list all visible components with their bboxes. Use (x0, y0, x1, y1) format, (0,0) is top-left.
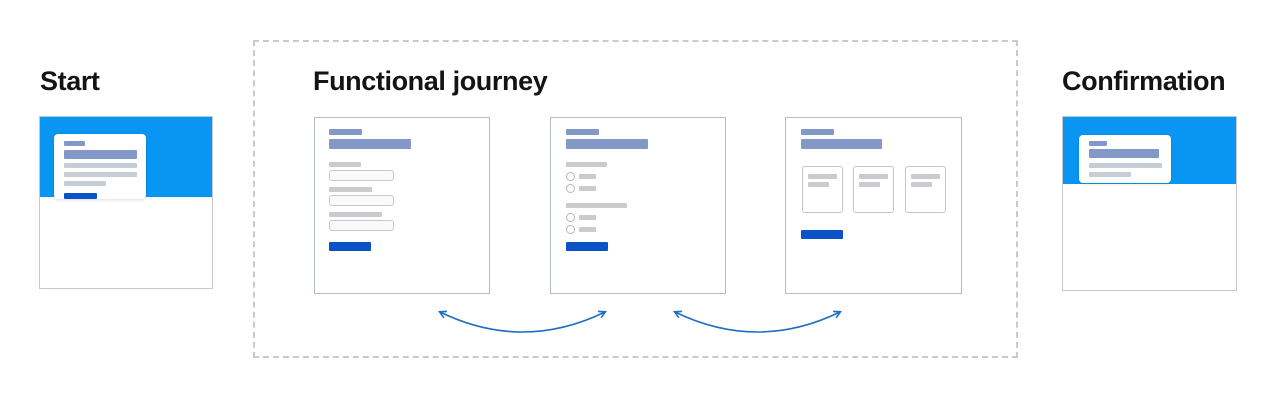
modal-title-bar (1089, 149, 1159, 158)
option-card (905, 166, 946, 213)
radio-button-icon (566, 184, 575, 193)
input-field (329, 220, 394, 231)
modal-button-bar (64, 193, 97, 199)
modal-text-bar (64, 172, 137, 177)
option-card-text-bar (911, 174, 940, 179)
submit-button-bar (801, 230, 843, 239)
start-screen-thumbnail (39, 116, 213, 289)
option-card-text-bar (808, 182, 829, 187)
functional-journey-panel (253, 40, 1018, 358)
option-card-text-bar (911, 182, 932, 187)
field-label-bar (329, 187, 372, 192)
group-label-bar (566, 162, 607, 167)
option-card-text-bar (859, 182, 880, 187)
back-forth-arrow-icon (673, 310, 842, 333)
group-label-bar (566, 203, 627, 208)
screen-eyebrow-bar (801, 129, 834, 135)
radio-label-bar (579, 215, 596, 220)
screen-eyebrow-bar (329, 129, 362, 135)
submit-button-bar (566, 242, 608, 251)
screen-title-bar (801, 139, 882, 149)
modal-eyebrow-bar (1089, 141, 1107, 146)
input-field (329, 170, 394, 181)
radio-label-bar (579, 186, 596, 191)
modal-title-bar (64, 150, 137, 159)
start-stage-label: Start (40, 66, 100, 96)
radio-label-bar (579, 174, 596, 179)
option-card (802, 166, 843, 213)
journey-form-screen (314, 117, 490, 294)
input-field (329, 195, 394, 206)
functional-journey-stage-label: Functional journey (313, 66, 548, 96)
confirmation-stage-label: Confirmation (1062, 66, 1226, 96)
screen-eyebrow-bar (566, 129, 599, 135)
modal-text-bar (64, 181, 106, 186)
screen-title-bar (566, 139, 648, 149)
modal-text-bar (1089, 163, 1162, 168)
confirmation-modal (1079, 135, 1171, 183)
radio-button-icon (566, 213, 575, 222)
radio-label-bar (579, 227, 596, 232)
confirmation-screen-thumbnail (1062, 116, 1237, 291)
modal-text-bar (1089, 172, 1131, 177)
back-forth-arrow-icon (438, 310, 607, 333)
modal-text-bar (64, 163, 137, 168)
field-label-bar (329, 212, 382, 217)
radio-button-icon (566, 172, 575, 181)
field-label-bar (329, 162, 361, 167)
option-card-text-bar (808, 174, 837, 179)
radio-button-icon (566, 225, 575, 234)
option-card (853, 166, 894, 213)
modal-eyebrow-bar (64, 141, 85, 146)
submit-button-bar (329, 242, 371, 251)
option-card-text-bar (859, 174, 888, 179)
screen-title-bar (329, 139, 411, 149)
journey-cards-screen (785, 117, 962, 294)
journey-options-screen (550, 117, 726, 294)
start-modal (54, 134, 146, 199)
